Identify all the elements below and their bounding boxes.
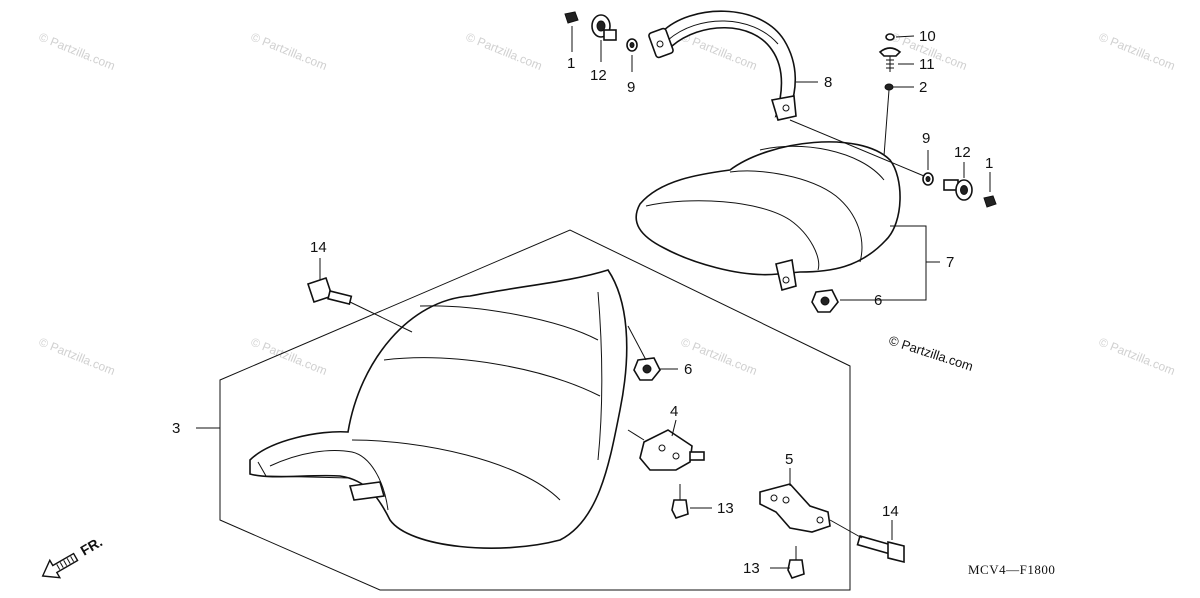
bolt (856, 535, 905, 564)
callout-14: 14 (882, 503, 899, 520)
passenger-seat (635, 141, 901, 292)
watermark: © Partzilla.com (464, 30, 544, 73)
rubber-grommet (591, 14, 617, 41)
callout-1: 1 (985, 155, 993, 172)
watermark: © Partzilla.com (679, 30, 759, 73)
callout-8: 8 (824, 74, 832, 91)
callout-1: 1 (567, 55, 575, 72)
callout-7: 7 (946, 254, 954, 271)
callout-2: 2 (919, 79, 927, 96)
callout-11: 11 (919, 56, 935, 73)
callout-6: 6 (874, 292, 882, 309)
bracket (639, 429, 705, 471)
washer (922, 172, 934, 186)
callout-12: 12 (590, 67, 607, 84)
bolt (306, 276, 353, 306)
callout-3: 3 (172, 420, 180, 437)
hardware-top-left (564, 11, 638, 52)
watermark: © Partzilla.com (1097, 30, 1177, 73)
seat-nut (633, 357, 661, 381)
watermark: © Partzilla.com (37, 335, 117, 378)
watermark: © Partzilla.com (1097, 335, 1177, 378)
hardware-top-right (878, 33, 997, 208)
rider-seat (249, 269, 628, 549)
watermark: © Partzilla.com (249, 30, 329, 73)
callout-14: 14 (310, 239, 327, 256)
watermark: © Partzilla.com (37, 30, 117, 73)
callout-9: 9 (627, 79, 635, 96)
callout-13: 13 (743, 560, 760, 577)
bolt (787, 546, 805, 579)
leader-lines (196, 26, 991, 569)
callout-13: 13 (717, 500, 734, 517)
callout-4: 4 (670, 403, 678, 420)
grab-strap (648, 10, 797, 121)
screw (878, 47, 902, 72)
seat-nut (811, 289, 839, 313)
copyright-notice: © Partzilla.com (887, 333, 975, 374)
washer (626, 38, 638, 52)
front-label: FR. (78, 533, 106, 558)
front-arrow-icon (41, 552, 79, 579)
bracket (759, 483, 831, 533)
callout-5: 5 (785, 451, 793, 468)
callout-6: 6 (684, 361, 692, 378)
rubber-grommet (943, 179, 973, 201)
callout-12: 12 (954, 144, 971, 161)
callout-9: 9 (922, 130, 930, 147)
direction-marker: FR. (41, 533, 106, 579)
diagram-code: MCV4—F1800 (968, 562, 1055, 577)
bolt (671, 484, 689, 519)
callout-labels: 1 12 9 8 10 11 2 9 12 1 7 6 14 6 3 4 5 1… (172, 28, 993, 577)
callout-10: 10 (919, 28, 936, 45)
watermark: © Partzilla.com (249, 335, 329, 378)
